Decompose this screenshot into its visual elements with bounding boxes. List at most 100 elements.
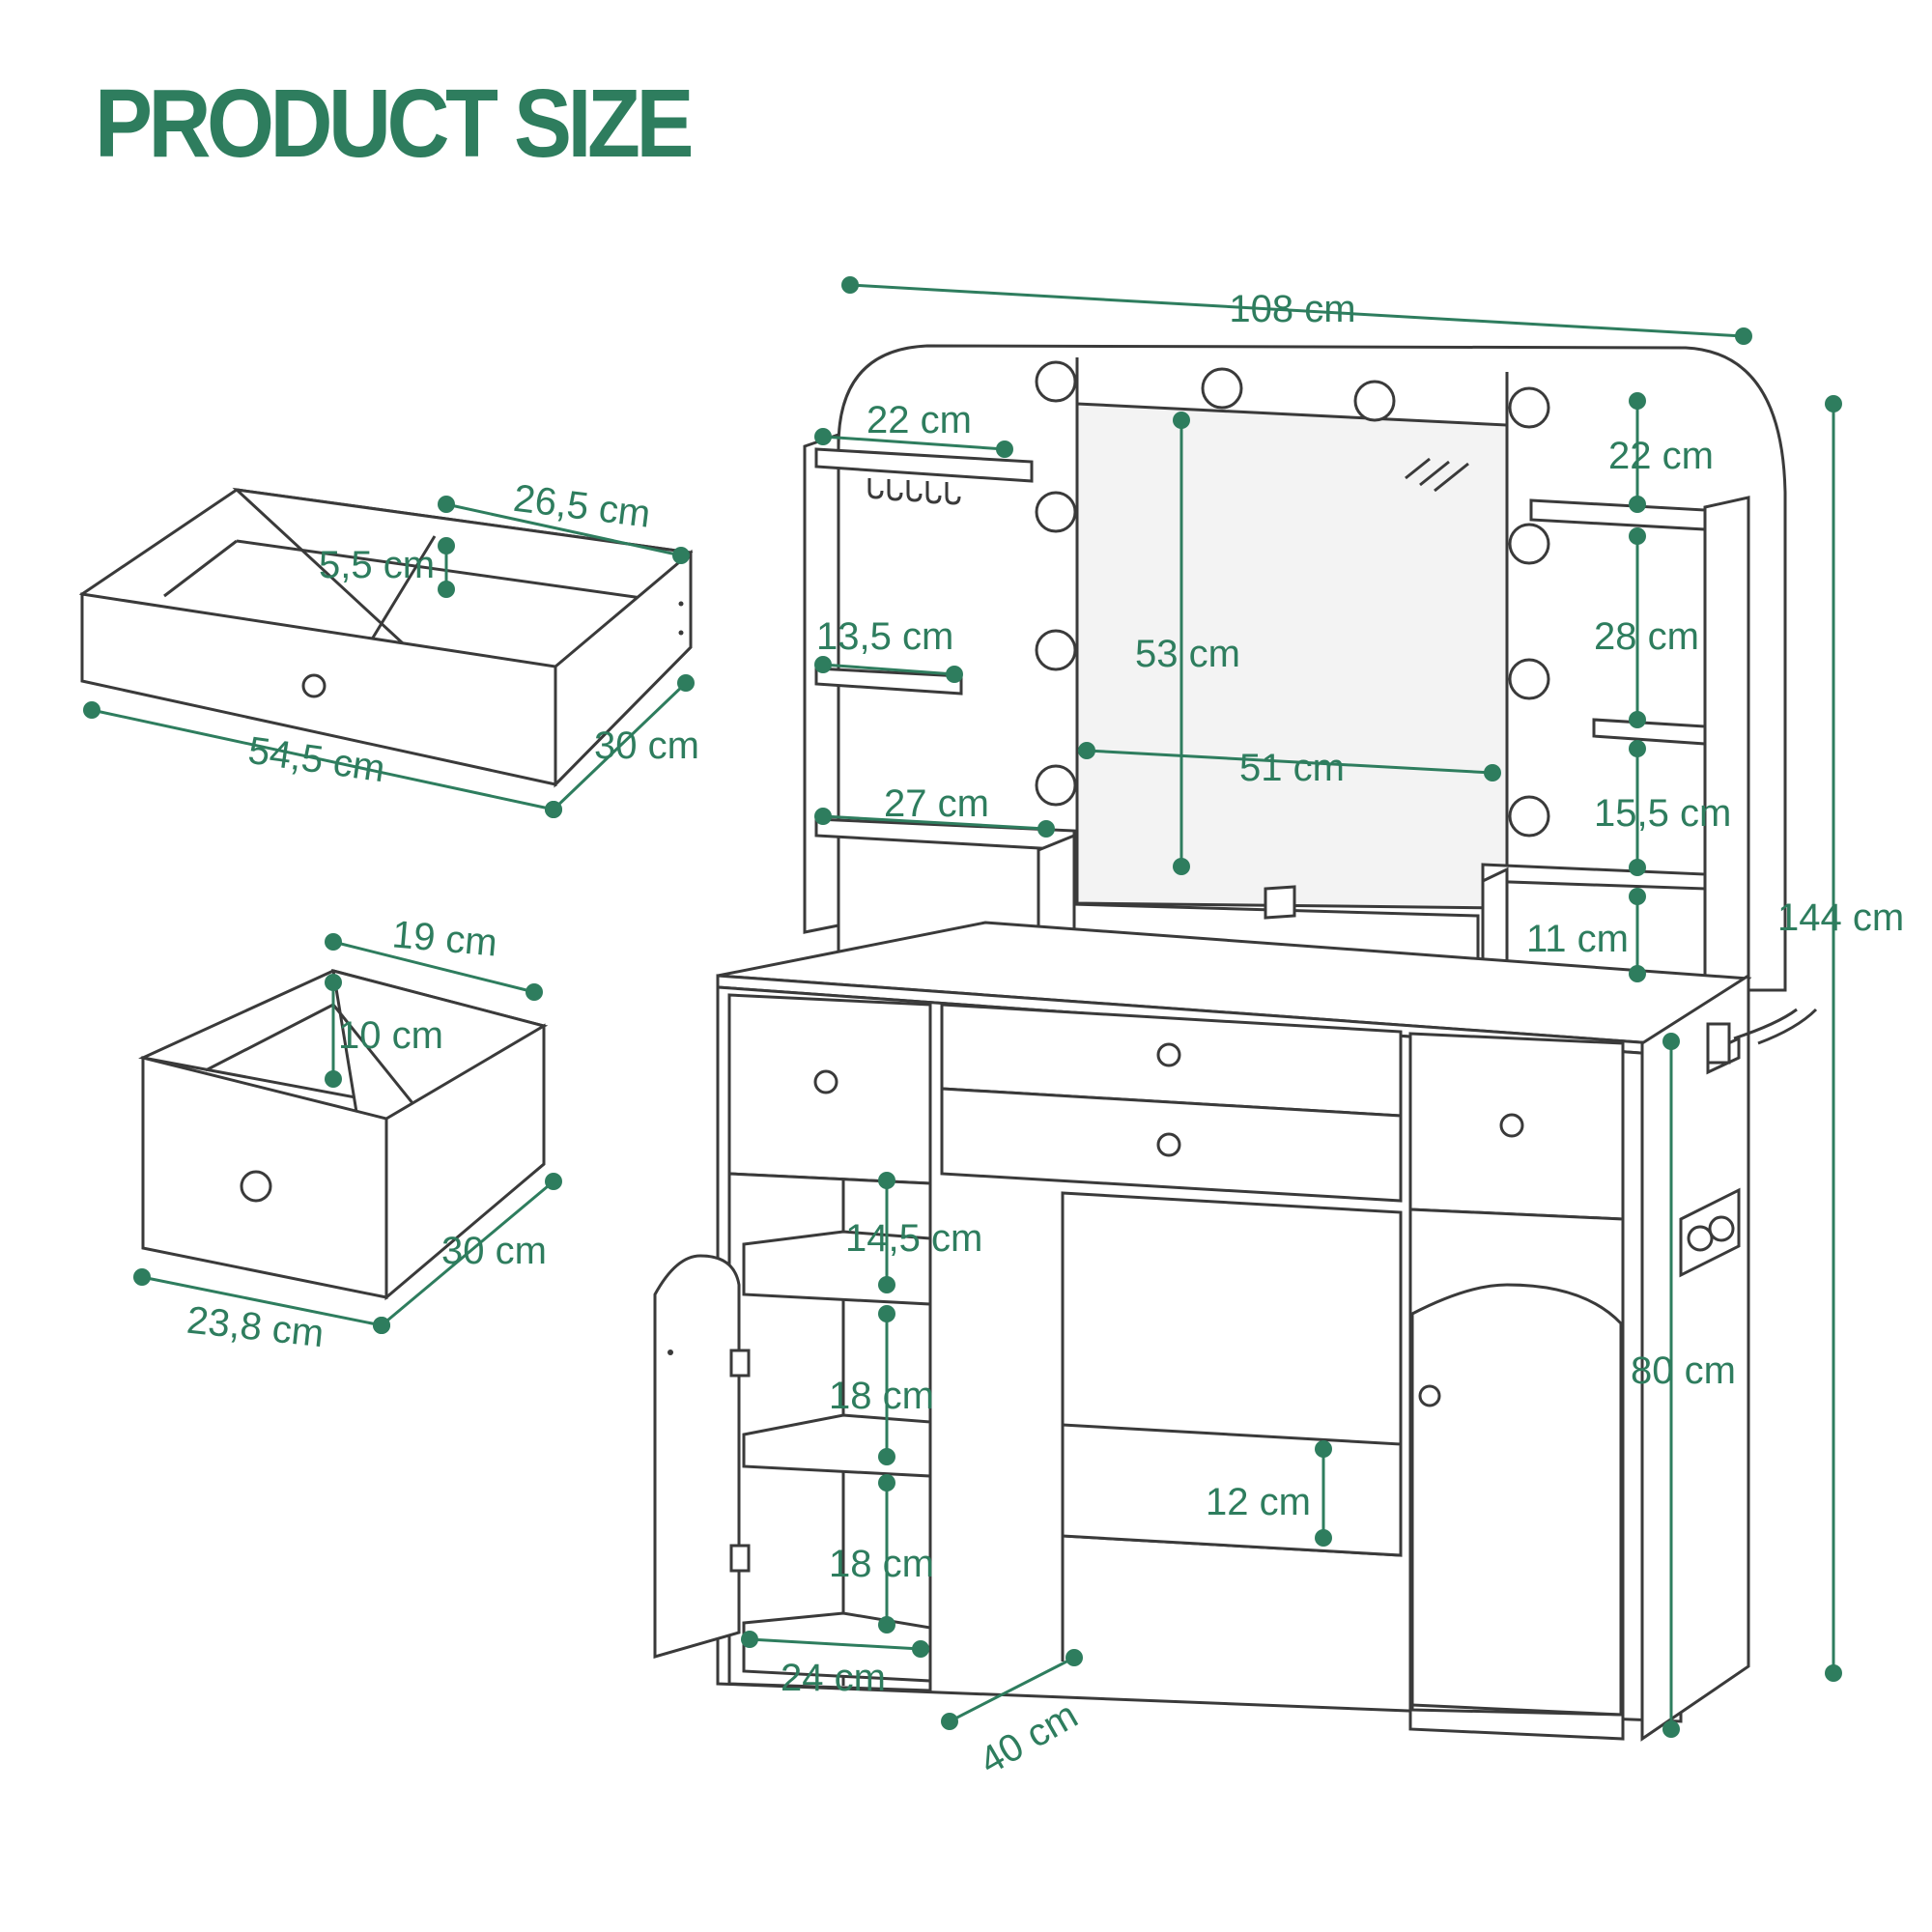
dim-endpoint-dot <box>83 701 100 719</box>
drawer-knob-icon <box>813 1069 838 1094</box>
door-knob-icon <box>1418 1384 1441 1407</box>
drawer-knob-icon <box>240 1170 272 1203</box>
dim-endpoint-dot <box>1629 527 1646 545</box>
drawer-knob-icon <box>1499 1113 1524 1138</box>
dim-footrest-height-label: 12 cm <box>1206 1481 1311 1523</box>
dim-left-top-shelf-label: 22 cm <box>867 399 972 441</box>
dim-endpoint-dot <box>325 974 342 991</box>
dimension-lines <box>83 276 1842 1738</box>
hinge-icon <box>729 1349 751 1378</box>
dim-mirror-width-label: 51 cm <box>1239 747 1345 789</box>
dim-endpoint-dot <box>1629 392 1646 410</box>
dim-right-base-gap-line <box>1629 888 1646 982</box>
dim-endpoint-dot <box>545 801 562 818</box>
dim-left-top-shelf-line <box>814 428 1013 458</box>
dim-endpoint-dot <box>1629 740 1646 757</box>
page-title: PRODUCT SIZE <box>95 70 695 178</box>
dim-endpoint-dot <box>526 983 543 1001</box>
dim-endpoint-dot <box>912 1640 929 1658</box>
dim-large-drawer-height-line <box>438 537 455 598</box>
dim-endpoint-dot <box>1629 496 1646 513</box>
dim-endpoint-dot <box>1825 395 1842 412</box>
dim-left-low-shelf-line <box>814 808 1055 838</box>
dim-endpoint-dot <box>1078 742 1095 759</box>
dim-cabinet-gap-top-label: 14,5 cm <box>845 1217 982 1260</box>
dim-endpoint-dot <box>814 428 832 445</box>
dim-endpoint-dot <box>814 808 832 825</box>
dim-mirror-height-label: 53 cm <box>1135 633 1240 675</box>
dim-vanity-height-line <box>1825 395 1842 1682</box>
dim-endpoint-dot <box>878 1172 895 1189</box>
dim-large-drawer-height-label: 5,5 cm <box>319 544 435 586</box>
hinge-icon <box>729 1544 751 1573</box>
dim-left-mid-shelf-label: 13,5 cm <box>816 615 953 658</box>
vanity-illustration <box>653 344 1818 1742</box>
light-bulbs <box>1035 360 1550 838</box>
dim-endpoint-dot <box>545 1173 562 1190</box>
dim-endpoint-dot <box>941 1713 958 1730</box>
dim-endpoint-dot <box>878 1276 895 1293</box>
dim-cabinet-width-label: 24 cm <box>781 1657 886 1699</box>
dim-desk-height-line <box>1662 1033 1680 1738</box>
dim-large-drawer-length-label: 30 cm <box>594 724 699 767</box>
dim-footrest-height-line <box>1315 1440 1332 1547</box>
dim-endpoint-dot <box>133 1268 151 1286</box>
dim-small-drawer-width-label: 23,8 cm <box>185 1299 326 1356</box>
dim-endpoint-dot <box>878 1616 895 1634</box>
dim-endpoint-dot <box>373 1317 390 1334</box>
dim-endpoint-dot <box>1037 820 1055 838</box>
dim-endpoint-dot <box>325 1070 342 1088</box>
dim-small-drawer-depth-line <box>325 933 543 1001</box>
large-drawer-illustration <box>78 487 694 788</box>
dim-large-drawer-depth-label: 26,5 cm <box>511 477 653 536</box>
dim-right-base-gap-label: 11 cm <box>1526 918 1629 960</box>
dim-cabinet-gap-low-label: 18 cm <box>829 1543 934 1585</box>
dim-right-top-gap-line <box>1629 392 1646 513</box>
dim-right-mid-gap-label: 28 cm <box>1594 615 1699 658</box>
cabinet-door <box>653 1254 741 1659</box>
dim-endpoint-dot <box>1629 859 1646 876</box>
dim-endpoint-dot <box>672 547 690 564</box>
dim-mirror-width-line <box>1078 742 1501 781</box>
dim-endpoint-dot <box>438 537 455 554</box>
dim-vanity-width-label: 108 cm <box>1229 288 1355 330</box>
dim-vanity-width-line <box>841 276 1752 345</box>
dim-endpoint-dot <box>814 656 832 673</box>
dim-endpoint-dot <box>1173 858 1190 875</box>
small-drawer-illustration <box>138 968 549 1301</box>
dim-endpoint-dot <box>1629 888 1646 905</box>
dim-desk-height-label: 80 cm <box>1631 1350 1736 1392</box>
dim-right-mid-gap-line <box>1629 527 1646 728</box>
dim-small-drawer-length-label: 30 cm <box>441 1230 547 1272</box>
dim-right-low-gap-label: 15,5 cm <box>1594 792 1731 835</box>
dim-vanity-height-label: 144 cm <box>1777 896 1904 939</box>
dim-left-mid-shelf-line <box>814 656 963 683</box>
dim-endpoint-dot <box>1825 1664 1842 1682</box>
dim-cabinet-gap-mid-line <box>878 1305 895 1465</box>
dim-large-drawer-depth-line <box>438 496 690 564</box>
hooks-icon <box>867 478 961 505</box>
drawer-knob-icon <box>1156 1132 1181 1157</box>
dim-endpoint-dot <box>325 933 342 951</box>
dim-cabinet-gap-low-line <box>878 1474 895 1634</box>
dim-cabinet-gap-top-line <box>878 1172 895 1293</box>
dim-endpoint-dot <box>677 674 695 692</box>
dim-mirror-height-line <box>1173 412 1190 875</box>
dim-small-drawer-depth-label: 19 cm <box>390 913 498 964</box>
dim-vanity-depth-line <box>941 1649 1083 1730</box>
dim-endpoint-dot <box>946 666 963 683</box>
dim-vanity-depth-label: 40 cm <box>973 1693 1085 1783</box>
dim-endpoint-dot <box>841 276 859 294</box>
drawer-knob-icon <box>301 673 327 698</box>
dim-right-top-gap-label: 22 cm <box>1608 435 1714 477</box>
dim-endpoint-dot <box>1662 1720 1680 1738</box>
dim-endpoint-dot <box>1315 1529 1332 1547</box>
hair-dryer-holder-icon <box>1706 1008 1818 1075</box>
dim-cabinet-width-line <box>741 1631 929 1658</box>
dim-endpoint-dot <box>1173 412 1190 429</box>
dim-large-drawer-length-line <box>545 674 695 818</box>
dim-endpoint-dot <box>996 440 1013 458</box>
dim-cabinet-gap-mid-label: 18 cm <box>829 1375 934 1417</box>
dim-endpoint-dot <box>1065 1649 1083 1666</box>
dim-endpoint-dot <box>1735 327 1752 345</box>
